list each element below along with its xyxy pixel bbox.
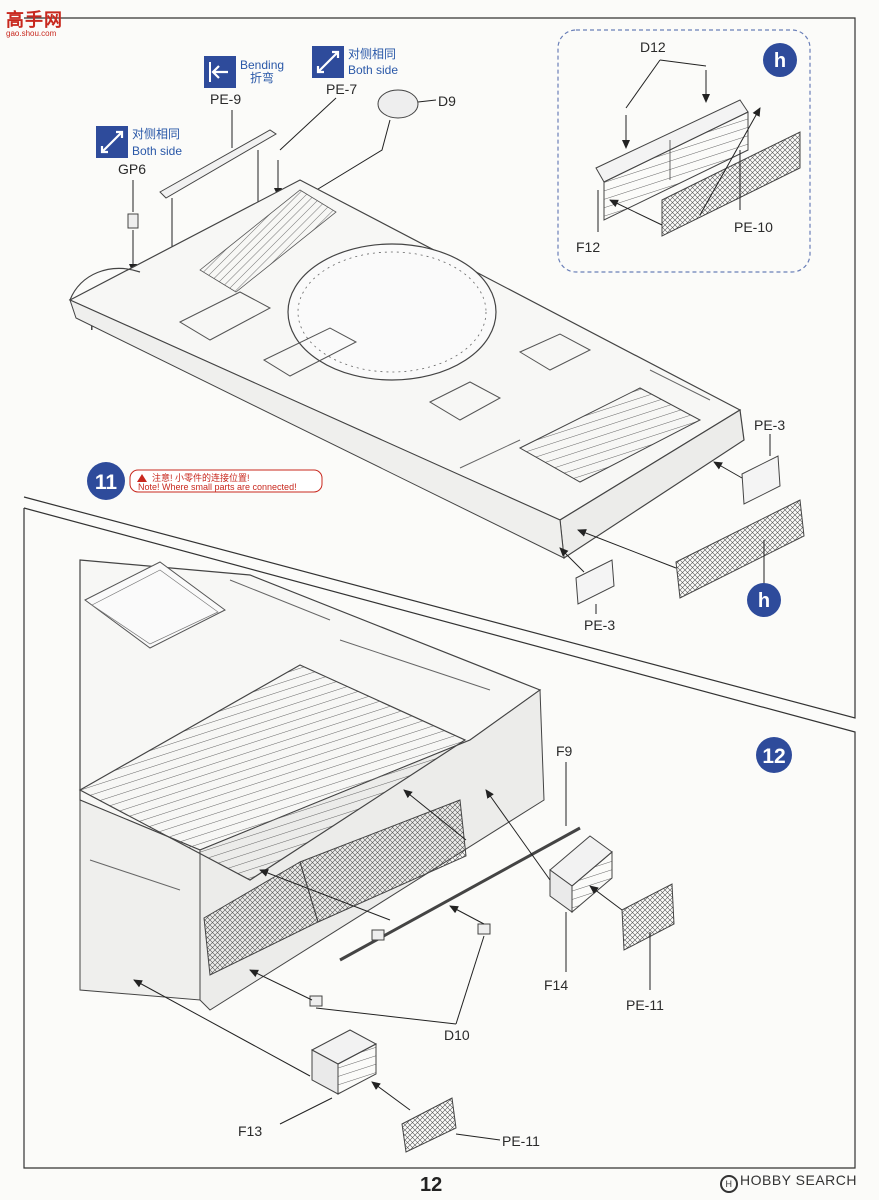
label-f13: F13	[238, 1123, 262, 1139]
engine-grill	[518, 387, 702, 483]
inset-h-marker-circle	[763, 43, 797, 77]
label-f12: F12	[576, 239, 600, 255]
label-d12: D12	[640, 39, 666, 55]
pe10-mesh-part	[661, 131, 801, 237]
h-marker-bottom: h	[758, 590, 770, 612]
inset-h-box: h D12 F12 PE-10	[557, 29, 811, 273]
label-pe7: PE-7	[326, 81, 357, 97]
label-pe11-bottom: PE-11	[502, 1133, 540, 1149]
hull-body-step11	[68, 179, 745, 560]
pe11-bottom-part	[401, 1097, 457, 1153]
both-side-icon-group-2: 对侧相同 Both side	[96, 126, 182, 158]
inset-h-marker: h	[774, 50, 786, 72]
label-pe11-top: PE-11	[626, 997, 664, 1013]
step12-frame	[23, 507, 856, 1169]
both-side-1-cn: 对侧相同	[348, 47, 396, 61]
pe3-right-part	[741, 455, 781, 505]
note-banner: 注意! 小零件的连接位置! Note! Where small parts ar…	[129, 469, 323, 493]
step12-panel: 12 F9 F14	[23, 507, 856, 1169]
d9-part	[377, 89, 419, 119]
label-pe3-right: PE-3	[754, 417, 785, 433]
warning-icon	[137, 474, 147, 482]
watermark-logo: 高手网 gao.shou.com	[6, 6, 63, 38]
label-pe9: PE-9	[210, 91, 241, 107]
d10-parts	[309, 923, 491, 1007]
hull-body-step12	[78, 559, 545, 1011]
label-gp6: GP6	[118, 161, 146, 177]
brand-icon: H	[720, 1175, 738, 1193]
radiator-frame-part	[595, 99, 749, 221]
note-en: Note! Where small parts are connected!	[138, 482, 297, 492]
pe11-top-part	[621, 883, 675, 951]
both-side-2-cn: 对侧相同	[132, 127, 180, 141]
h-marker-bottom-circle	[747, 583, 781, 617]
bending-label-cn: 折弯	[250, 70, 274, 85]
label-d10: D10	[444, 1027, 470, 1043]
step11-frame	[23, 17, 856, 719]
engine-grill-large	[78, 664, 467, 881]
rear-grill-assembly	[675, 499, 805, 599]
page-number: 12	[420, 1174, 443, 1196]
step11-panel: h D12 F12 PE-10	[23, 17, 856, 719]
bending-icon-group: Bending 折弯	[204, 56, 284, 88]
label-d9: D9	[438, 93, 456, 109]
label-pe10: PE-10	[734, 219, 773, 235]
turret-ring	[287, 243, 497, 381]
pe3-bottom-part	[575, 559, 615, 605]
footer-brand-text: HOBBY SEARCH	[740, 1172, 857, 1188]
rear-mesh-center	[299, 799, 467, 923]
note-cn: 注意! 小零件的连接位置!	[152, 472, 250, 483]
label-f14: F14	[544, 977, 568, 993]
step11-number: 11	[95, 471, 118, 494]
gp6-part	[127, 213, 139, 229]
both-side-1-en: Both side	[348, 63, 398, 77]
pe9-part	[159, 129, 277, 199]
watermark-url: gao.shou.com	[6, 29, 57, 38]
label-f9: F9	[556, 743, 573, 759]
step12-number: 12	[762, 745, 785, 768]
step11-badge	[87, 462, 125, 500]
bending-label-en: Bending	[240, 58, 284, 72]
f13-part	[310, 1029, 378, 1095]
label-pe3-bottom: PE-3	[584, 617, 615, 633]
step12-badge	[756, 737, 792, 773]
watermark-logo-text: 高手网	[6, 10, 63, 30]
both-side-icon-group-1: 对侧相同 Both side	[312, 46, 398, 78]
f14-part	[549, 835, 613, 914]
both-side-2-en: Both side	[132, 144, 182, 158]
